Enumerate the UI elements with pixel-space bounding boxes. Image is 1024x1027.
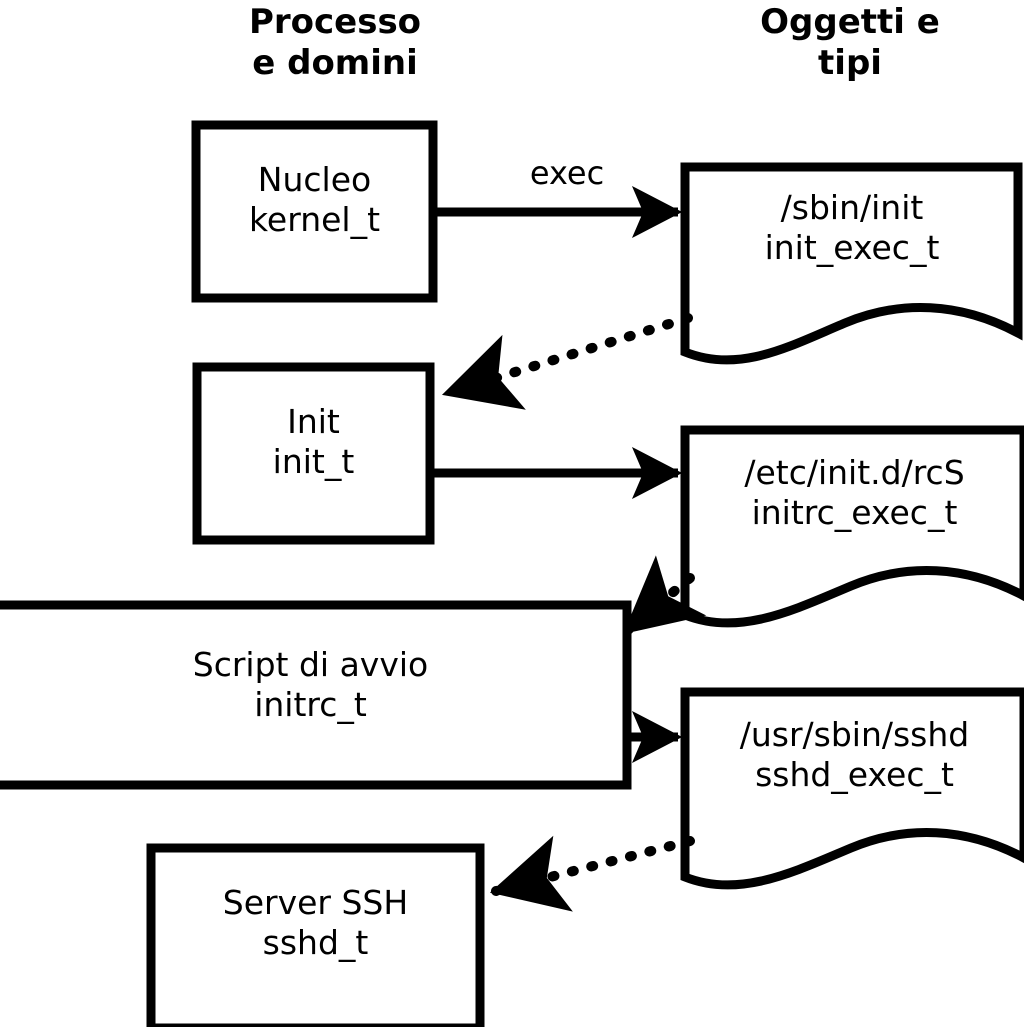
node-box-init[interactable] [192,362,435,545]
column-header-processes: Processo e domini [248,2,422,83]
edge-label-exec: exec [529,154,605,192]
edge-init-exec-to-init [441,313,693,410]
node-box-initrc[interactable] [0,600,632,790]
node-doc-sshd-exec[interactable] [680,687,1024,890]
column-header-objects: Oggetti e tipi [760,2,940,83]
edge-initrc-exec-to-initrc [623,555,707,635]
edge-sshd-exec-to-sshd [489,835,695,912]
node-box-kernel[interactable] [191,120,438,303]
node-doc-init-exec[interactable] [680,162,1023,365]
node-doc-initrc-exec[interactable] [680,425,1024,628]
node-box-sshd[interactable] [146,843,485,1027]
